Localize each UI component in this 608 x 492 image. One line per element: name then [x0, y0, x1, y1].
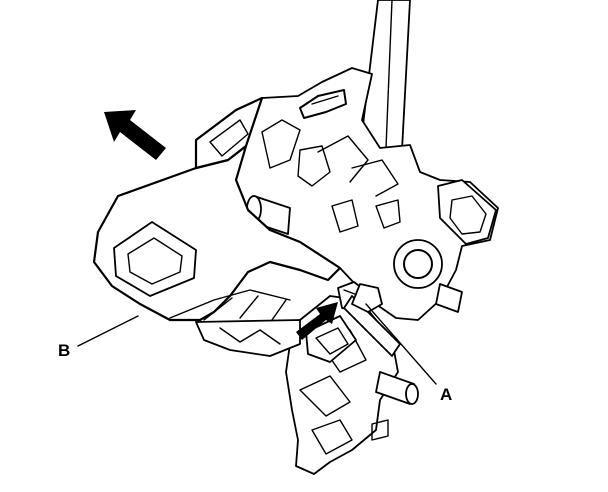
lower-bracket — [285, 295, 419, 475]
callout-b-label: B — [58, 341, 70, 360]
callout-a-label: A — [440, 385, 452, 404]
push-arrow-icon — [296, 302, 338, 340]
component-b-plate — [92, 96, 342, 357]
bolt-a — [305, 281, 401, 363]
callout-b: B — [58, 315, 139, 360]
callout-a: A — [365, 303, 452, 404]
direction-arrow-icon — [104, 110, 166, 160]
